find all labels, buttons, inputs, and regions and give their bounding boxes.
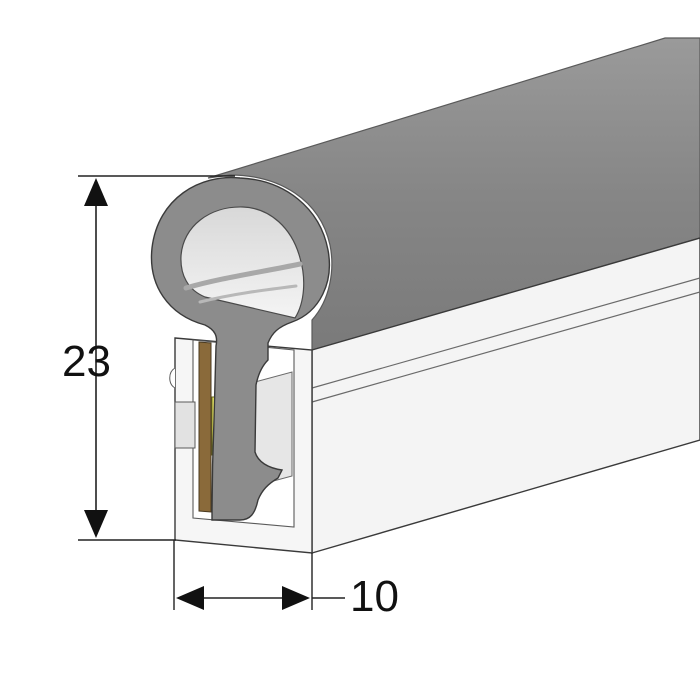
height-arrow-top (84, 178, 108, 206)
height-dimension-label: 23 (62, 337, 111, 386)
base-groove (311, 277, 700, 403)
pcb-strip (198, 341, 212, 513)
left-notch (169, 367, 176, 389)
tube-top-surface (207, 37, 700, 351)
lens-inner-shine (183, 261, 303, 291)
lens-inner-shine-2 (198, 284, 298, 304)
clip-tab (174, 401, 196, 449)
width-dimension-label: 10 (350, 572, 399, 621)
height-arrow-bottom (84, 510, 108, 538)
width-arrow-left (176, 586, 204, 610)
width-arrow-right (282, 586, 310, 610)
